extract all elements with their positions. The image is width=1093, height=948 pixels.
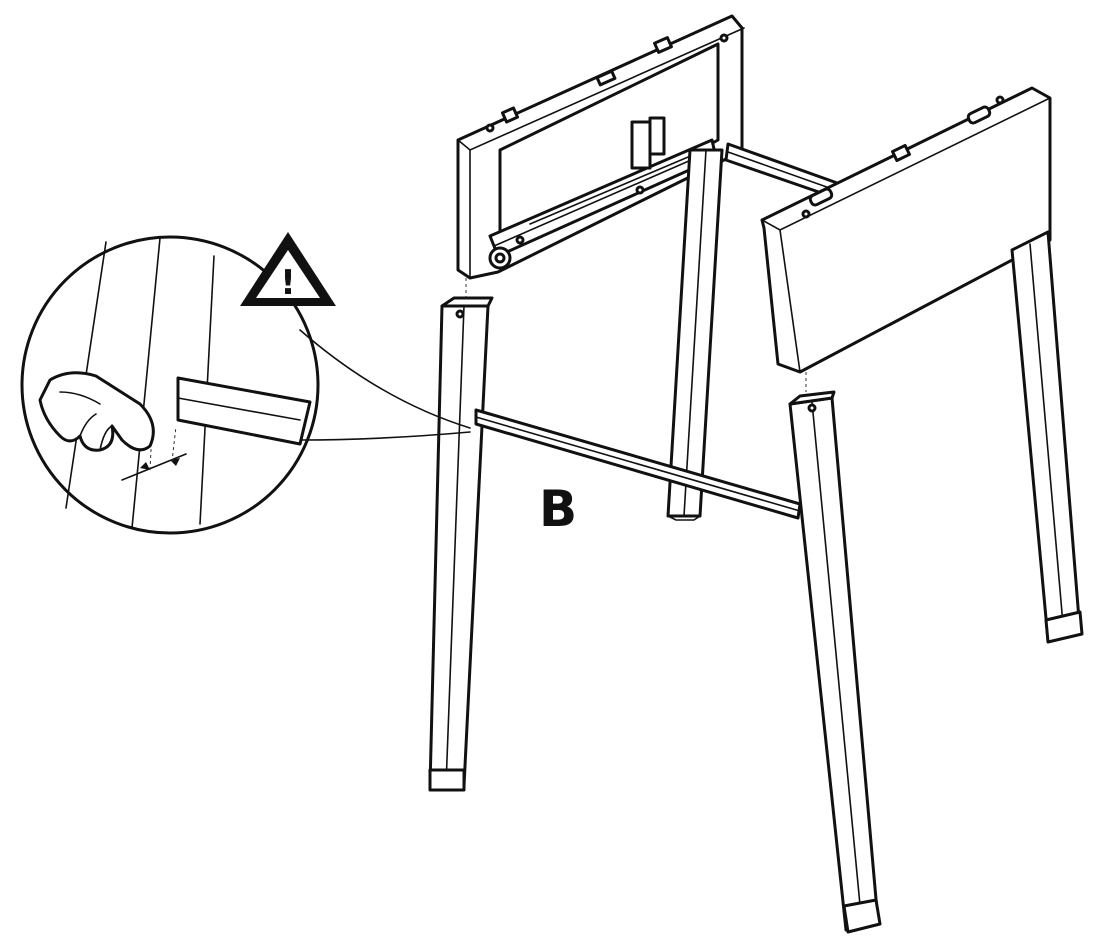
- warning-mark: !: [280, 263, 296, 303]
- rear-leg-left: [666, 148, 724, 521]
- drawer-slide: [488, 116, 718, 270]
- front-leg-left: [428, 278, 494, 792]
- side-panel-right: [760, 86, 1052, 374]
- detail-magnifier: [20, 235, 471, 535]
- part-label-b: B: [539, 480, 577, 538]
- front-leg-right: [788, 372, 882, 934]
- cross-bar-b: [474, 408, 802, 520]
- back-frame: [456, 14, 745, 280]
- rear-leg-right: [1010, 230, 1084, 644]
- warning-triangle-icon: !: [240, 232, 336, 306]
- pointing-hand-icon: [38, 371, 155, 452]
